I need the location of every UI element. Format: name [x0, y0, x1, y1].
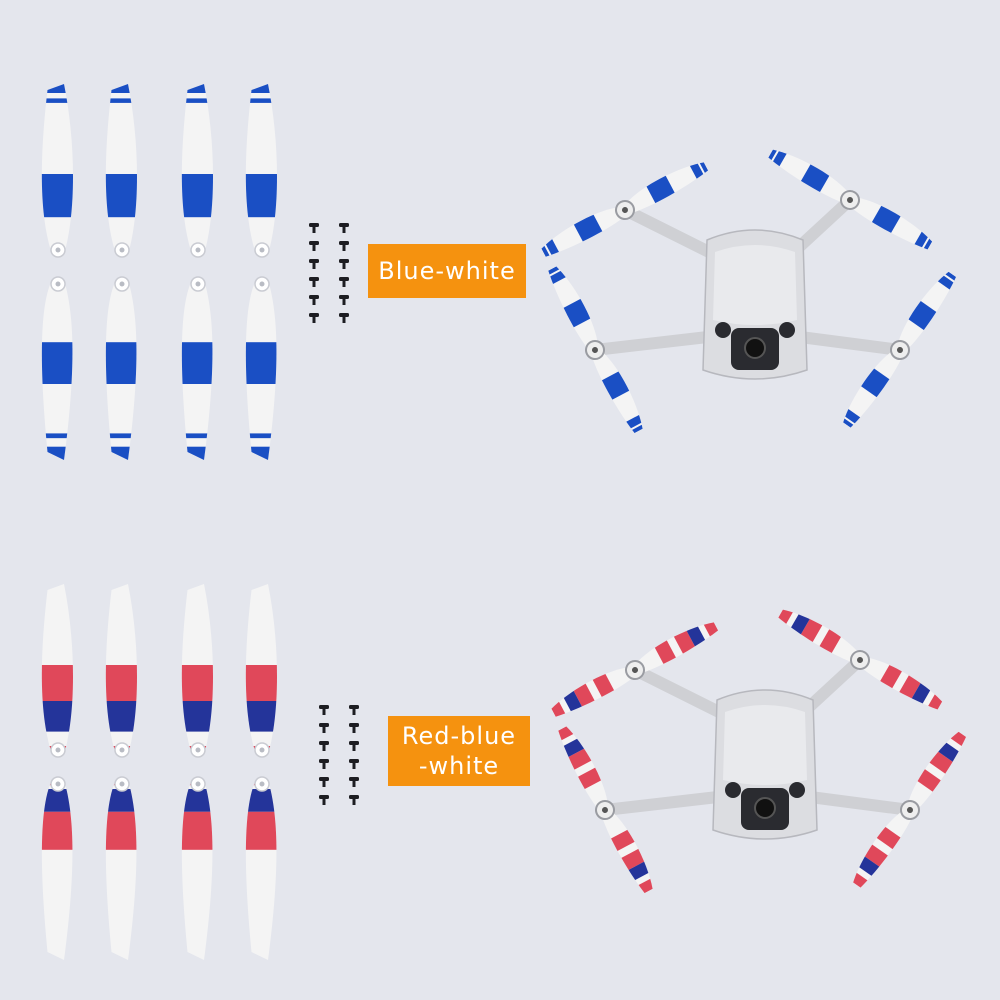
screw [339, 313, 349, 323]
screw [339, 295, 349, 305]
red-blue-white-section: Red-blue -white [0, 500, 1000, 1000]
screw [339, 241, 349, 251]
screw [309, 313, 319, 323]
screw [319, 795, 329, 805]
propeller-blade [105, 776, 137, 960]
blue-white-label: Blue-white [368, 244, 526, 298]
screw [309, 295, 319, 305]
propeller-blade [41, 276, 73, 460]
drone-blue-white-propellers [538, 144, 960, 436]
propeller-blade [245, 584, 277, 758]
propeller-blade [245, 776, 277, 960]
drone-body [702, 229, 808, 380]
propeller-blade [41, 776, 73, 960]
propeller-blade [181, 276, 213, 460]
camera-lens [744, 337, 766, 359]
screw [319, 741, 329, 751]
blue-white-label-line-1: Blue-white [378, 257, 516, 285]
screw [349, 741, 359, 751]
red-blue-white-screws [319, 705, 359, 805]
red-blue-white-propeller-set [41, 584, 277, 960]
propeller-blade [245, 276, 277, 460]
drone-body [712, 689, 818, 840]
drone-red-blue-white-propellers [548, 604, 970, 896]
screw [319, 723, 329, 733]
propeller-blade [245, 84, 277, 258]
propeller-blade [181, 776, 213, 960]
screw [309, 259, 319, 269]
propeller-blade [181, 84, 213, 258]
screw [339, 259, 349, 269]
screw [339, 277, 349, 287]
screw [349, 795, 359, 805]
propeller-blade [181, 584, 213, 758]
screw [349, 723, 359, 733]
blue-white-propeller-set [41, 84, 277, 460]
screw [319, 759, 329, 769]
blue-white-section: Blue-white [41, 84, 960, 460]
blue-white-screws [309, 223, 349, 323]
screw [349, 705, 359, 715]
propeller-blade [41, 584, 73, 758]
drone-propeller [538, 156, 711, 261]
screw [319, 705, 329, 715]
screw [349, 777, 359, 787]
drone-propeller [848, 728, 970, 891]
drone-propeller [548, 616, 721, 721]
camera-lens [754, 797, 776, 819]
screw [339, 223, 349, 233]
red-blue-white-label-line-2: -white [418, 752, 500, 780]
drone-propeller [838, 268, 960, 431]
propeller-blade [105, 276, 137, 460]
screw [309, 241, 319, 251]
propeller-blade [105, 84, 137, 258]
screw [309, 277, 319, 287]
screw [349, 759, 359, 769]
propeller-blade [41, 84, 73, 258]
screw [309, 223, 319, 233]
screw [319, 777, 329, 787]
red-blue-white-label-line-1: Red-blue [401, 722, 517, 750]
red-blue-white-label: Red-blue -white [388, 716, 530, 786]
propeller-blade [105, 584, 137, 758]
